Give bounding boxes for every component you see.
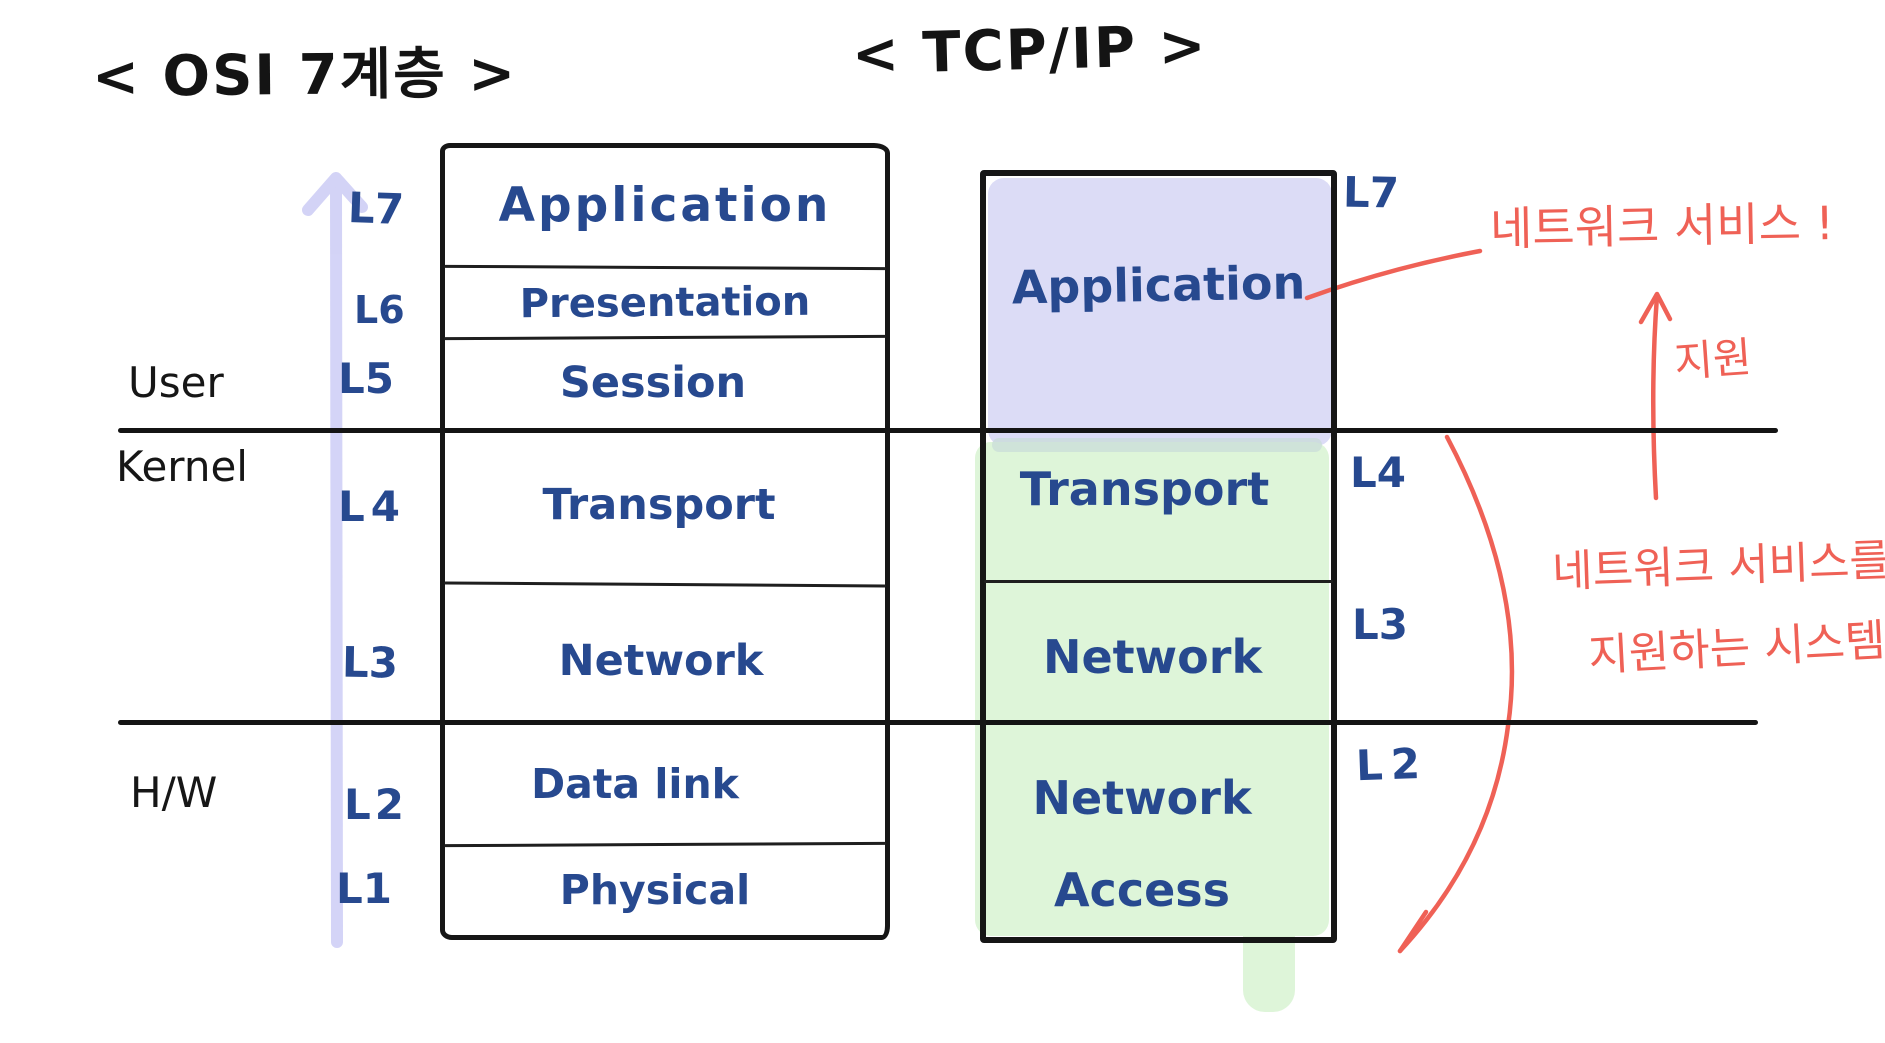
osi-code-l1: L1 [336, 864, 392, 913]
tcp-lower-highlight [975, 442, 1329, 936]
note-network-service: 네트워크 서비스 ! [1489, 196, 1835, 256]
osi-layer-network: Network [558, 636, 764, 686]
tcpip-layer-network-access: Network Access [1032, 771, 1252, 917]
osi-layer-application: Application [498, 178, 832, 233]
osi-stack-box [440, 143, 890, 940]
osi-code-l5: L5 [338, 354, 394, 403]
tcpip-code-l3: L3 [1352, 600, 1408, 649]
osi-code-l3: L3 [341, 637, 399, 688]
note-system-line1: 네트워크 서비스를 [1551, 535, 1885, 598]
tcpip-stack-box [980, 170, 1337, 943]
osi-title: < OSI 7계층 > [91, 41, 518, 110]
tcpip-code-l7: L7 [1342, 167, 1400, 218]
tcpip-code-l2: L2 [1355, 738, 1429, 791]
osi-code-l4: L4 [338, 482, 406, 531]
osi-layer-session: Session [559, 358, 747, 408]
user-kernel-divider-line [118, 428, 1778, 433]
red-up-arrow-icon [1638, 291, 1673, 501]
osi-layer-physical: Physical [559, 866, 751, 914]
lavender-up-arrow-icon [302, 172, 368, 948]
tcpip-layer-network: Network [1042, 630, 1263, 684]
green-highlight-drip [1243, 936, 1295, 1012]
side-label-kernel: Kernel [116, 442, 248, 491]
tcpip-code-l4: L4 [1350, 448, 1406, 497]
kernel-hw-divider-line [118, 720, 1758, 725]
tcpip-title: < TCP/IP > [851, 13, 1209, 88]
note-support: 지원 [1672, 332, 1754, 387]
osi-code-l7: L7 [347, 183, 405, 234]
red-connector-line [1304, 248, 1483, 301]
osi-code-l6: L6 [354, 288, 405, 332]
osi-layer-presentation: Presentation [519, 278, 811, 328]
tcp-application-highlight [988, 178, 1332, 446]
tcpip-layer-transport: Transport [1019, 462, 1270, 516]
red-bracket-curve [1397, 434, 1515, 954]
tcpip-divider-transport-network [984, 580, 1333, 583]
tcpip-layer-application: Application [1011, 255, 1306, 315]
osi-code-l2: L2 [344, 780, 408, 829]
highlight-overlap-band [992, 438, 1322, 452]
osi-layer-datalink: Data link [531, 760, 739, 808]
osi-layer-transport: Transport [542, 480, 776, 530]
side-label-user: User [128, 358, 224, 407]
side-label-hw: H/W [130, 768, 218, 817]
